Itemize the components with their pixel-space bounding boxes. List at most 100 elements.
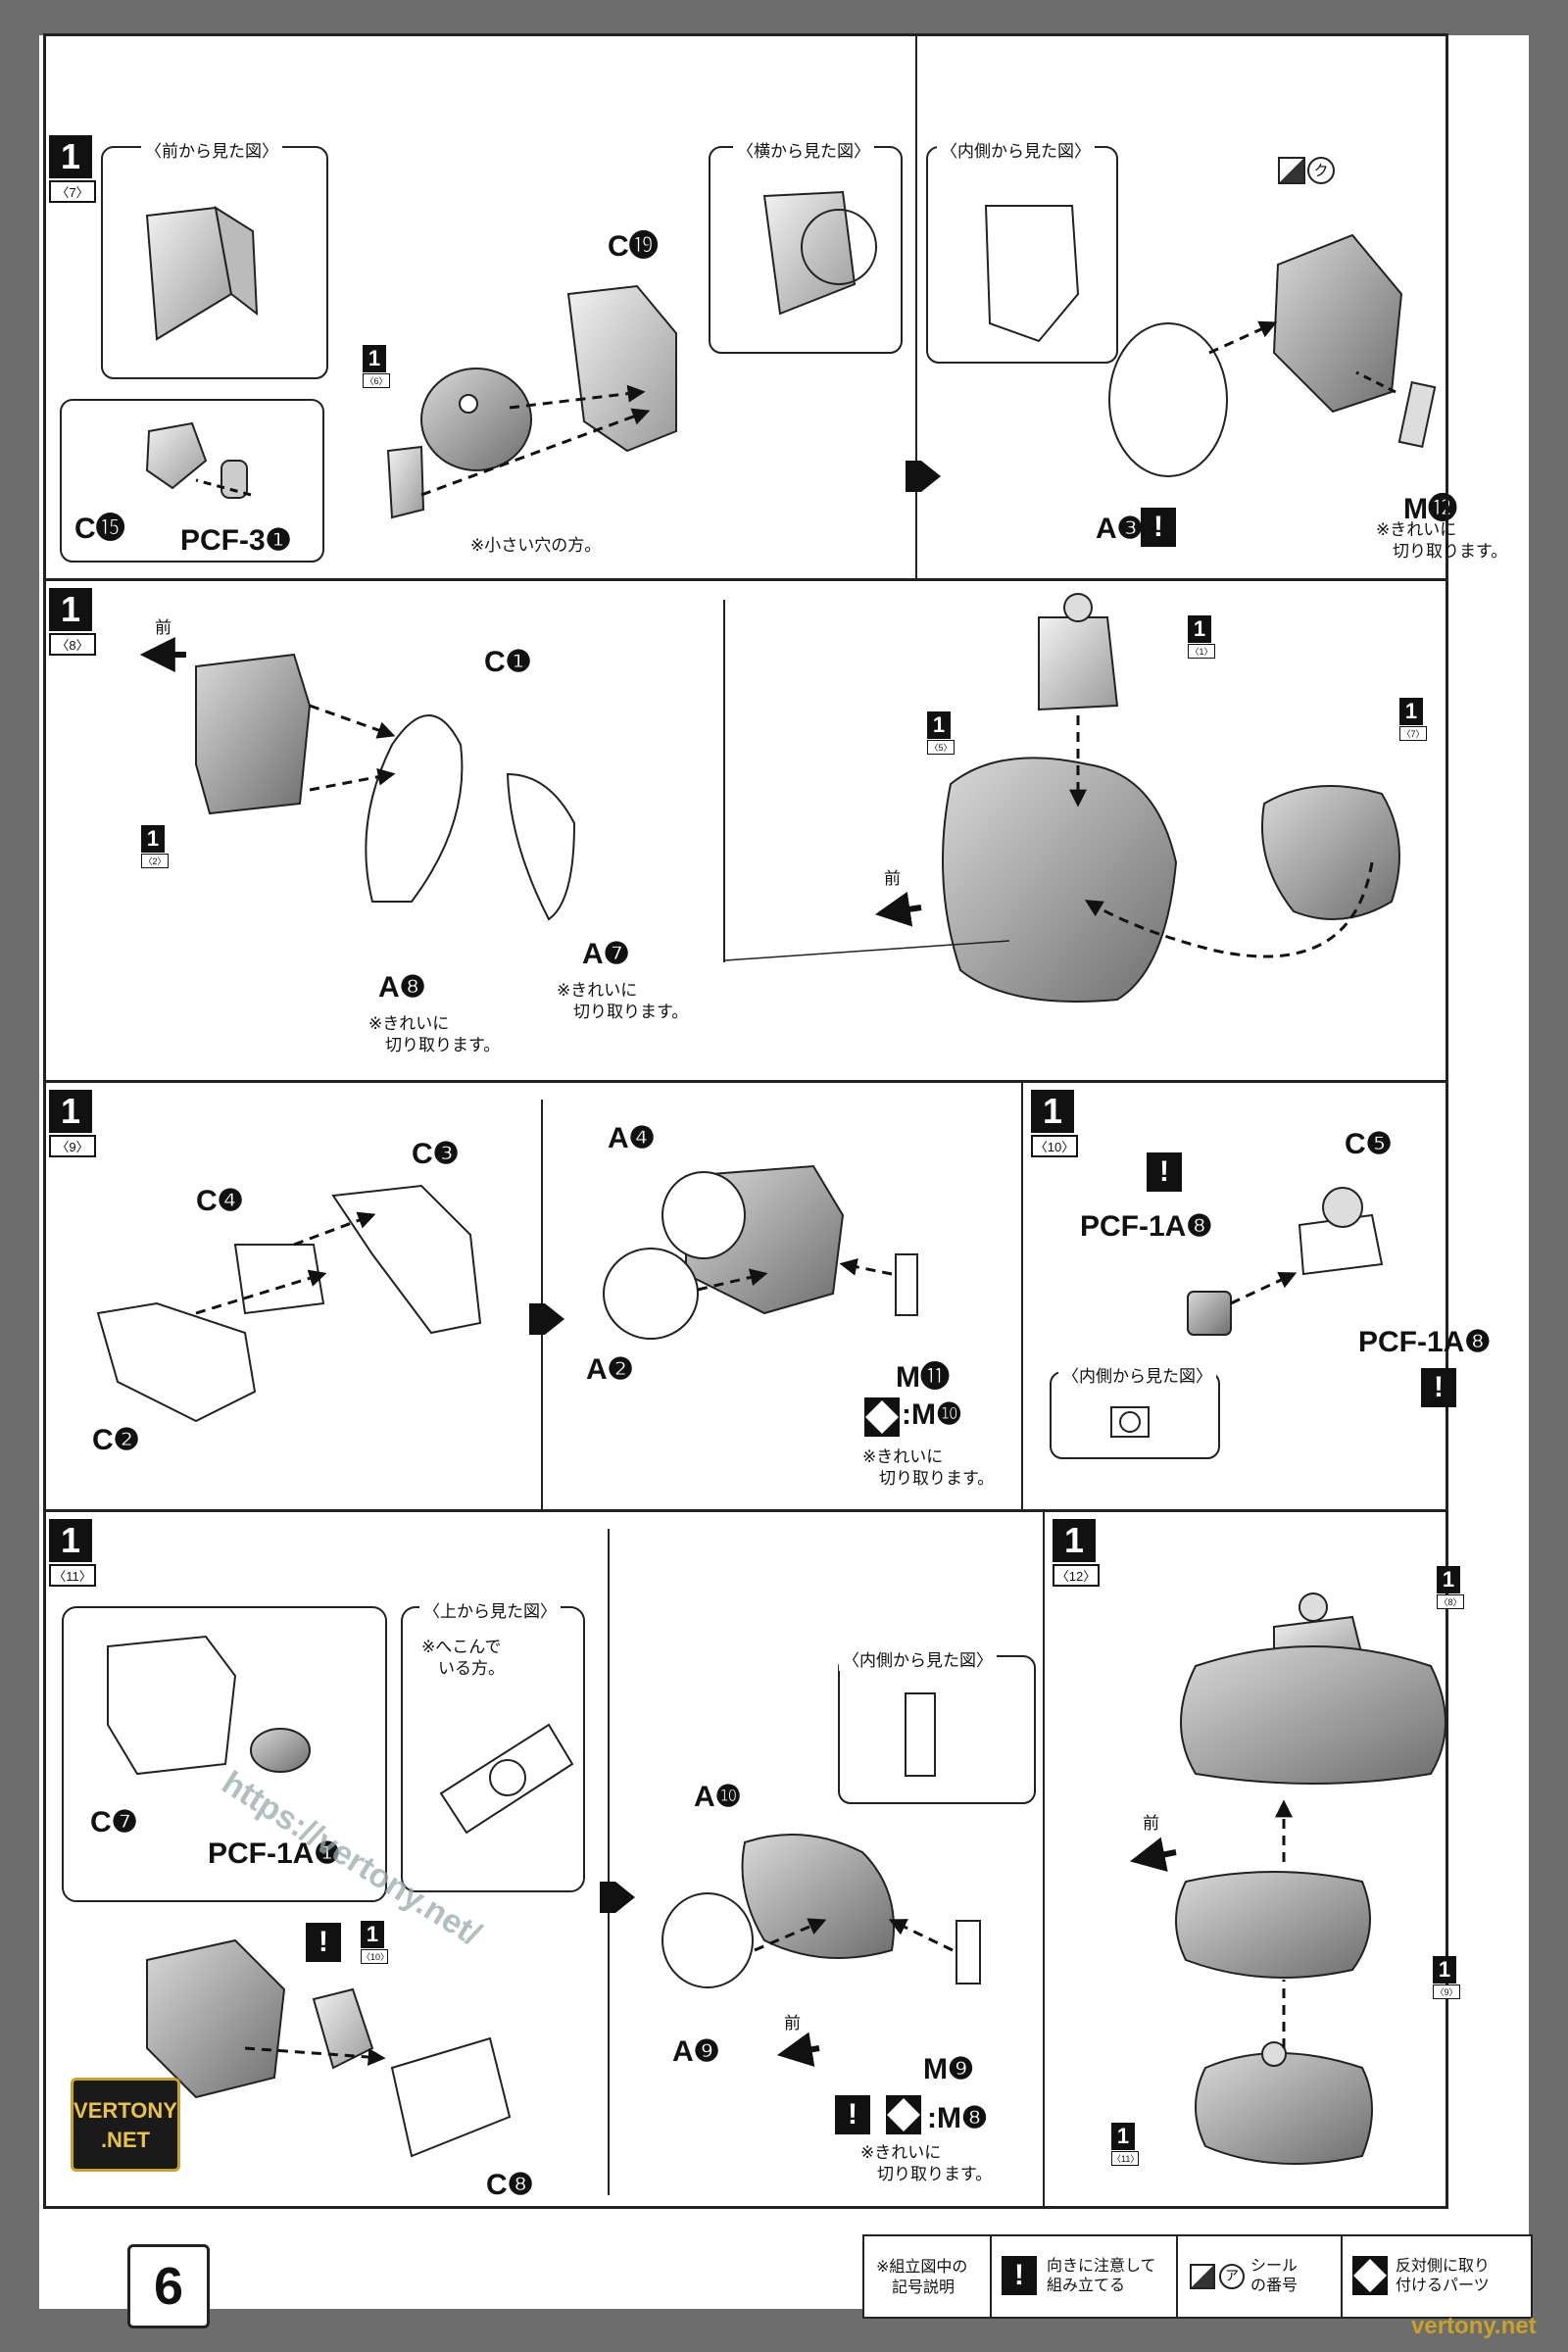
- mirror-icon-M8: [886, 2095, 921, 2134]
- warn-icon-A3: !: [1141, 508, 1176, 547]
- ref-number: 1: [1111, 2123, 1135, 2150]
- divider-9b: [1021, 1082, 1023, 1509]
- front-label-8: 前: [155, 618, 172, 638]
- label-C4: C❹: [196, 1185, 244, 1217]
- logo-line-1: VERTONY: [74, 2098, 177, 2123]
- sticker-icon: [1278, 157, 1305, 184]
- step9-art: [96, 1164, 918, 1423]
- ref-step-6: 1 〈6〉: [363, 345, 390, 388]
- step-sub: 〈8〉: [49, 633, 96, 656]
- ref-sub: 〈2〉: [141, 854, 169, 868]
- warn-icon-M8: !: [835, 2095, 870, 2134]
- ref-number: 1: [363, 345, 386, 372]
- step-8-badge: 1 〈8〉: [49, 588, 96, 656]
- divider-8: [723, 600, 725, 962]
- ref-number: 1: [361, 1921, 384, 1948]
- sticker-number: ク: [1307, 157, 1335, 184]
- warn-icon-PCF1A8-a: !: [1147, 1152, 1182, 1192]
- inner-view-title-10: 〈内側から見た図〉: [1058, 1362, 1216, 1387]
- label-A3: A❸: [1096, 513, 1144, 545]
- step-sub: 〈9〉: [49, 1135, 96, 1157]
- label-A2: A❷: [586, 1353, 634, 1386]
- warn-icon-PCF1A8-b: !: [1421, 1368, 1456, 1407]
- warn-icon-PCF1A1: !: [306, 1923, 341, 1962]
- front-label-8b: 前: [884, 869, 901, 889]
- note-small-hole: ※小さい穴の方。: [470, 536, 602, 556]
- step-number: 1: [49, 1519, 92, 1562]
- legend-sticker-text: シール の番号: [1250, 2256, 1298, 2294]
- ref-sub: 〈10〉: [361, 1949, 389, 1964]
- symbol-legend: ※組立図中の 記号説明 ! 向きに注意して 組み立てる ア シール の番号 反対…: [862, 2234, 1533, 2319]
- ref-number: 1: [927, 711, 951, 739]
- note-clean-cut-M11: ※きれいに 切り取ります。: [862, 1447, 995, 1489]
- step-7-badge: 1 〈7〉: [49, 135, 96, 203]
- ref-step-8: 1 〈8〉: [1437, 1566, 1464, 1609]
- note-clean-cut-A7: ※きれいに 切り取ります。: [557, 981, 689, 1022]
- divider-row-2: [43, 1080, 1448, 1083]
- page-number: 6: [127, 2244, 210, 2328]
- step8-art: [195, 593, 1400, 1003]
- legend-sticker-cell: ア シール の番号: [1176, 2236, 1343, 2317]
- label-M11: M⓫: [896, 1361, 950, 1394]
- legend-warn-icon: !: [1002, 2256, 1037, 2295]
- label-C1: C❶: [484, 646, 532, 678]
- label-M8: :M❽: [927, 2102, 988, 2134]
- divider-row-1: [43, 578, 1448, 581]
- label-A4: A❹: [608, 1122, 656, 1154]
- label-C15: C⓯: [74, 513, 125, 545]
- label-A9: A❾: [672, 2035, 720, 2068]
- step-12-badge: 1 〈12〉: [1053, 1519, 1100, 1587]
- footer-watermark: vertony.net: [1411, 2313, 1537, 2339]
- page-frame: [43, 33, 1448, 2209]
- label-M9: M❾: [923, 2053, 974, 2085]
- step10-art: [1050, 1187, 1384, 1459]
- step11-art: [62, 1606, 1036, 2158]
- label-C7: C❼: [90, 1806, 138, 1838]
- note-clean-cut-A8: ※きれいに 切り取ります。: [368, 1014, 501, 1055]
- ref-number: 1: [1399, 698, 1423, 725]
- ref-sub: 〈7〉: [1399, 726, 1427, 741]
- legend-warn-text: 向きに注意して 組み立てる: [1047, 2256, 1156, 2294]
- inner-view-title-7: 〈内側から見た図〉: [937, 137, 1095, 162]
- ref-step-11: 1 〈11〉: [1111, 2123, 1139, 2166]
- label-PCF3-1: PCF-3❶: [180, 524, 292, 557]
- label-M12: M⓬: [1403, 493, 1457, 525]
- ref-step-10: 1 〈10〉: [361, 1921, 389, 1964]
- label-A8: A❽: [378, 971, 426, 1004]
- ref-step-1: 1 〈1〉: [1188, 615, 1215, 659]
- step-number: 1: [49, 135, 92, 178]
- label-C8: C❽: [486, 2169, 534, 2201]
- step-number: 1: [49, 1090, 92, 1133]
- ref-number: 1: [1188, 615, 1211, 643]
- step-number: 1: [49, 588, 92, 631]
- ref-sub: 〈9〉: [1433, 1984, 1460, 1999]
- step-9-badge: 1 〈9〉: [49, 1090, 96, 1157]
- divider-11b: [1043, 1511, 1045, 2209]
- ref-step-2: 1 〈2〉: [141, 825, 169, 868]
- step12-art: [1175, 1592, 1446, 2165]
- step-number: 1: [1031, 1090, 1074, 1133]
- ref-step-7: 1 〈7〉: [1399, 698, 1427, 741]
- front-label-12: 前: [1143, 1814, 1159, 1834]
- label-A7: A❼: [582, 938, 630, 970]
- legend-mirror-text: 反対側に取り 付けるパーツ: [1396, 2256, 1491, 2294]
- label-PCF1A1: PCF-1A❶: [208, 1838, 341, 1870]
- mirror-icon-M10: [864, 1397, 900, 1437]
- ref-sub: 〈8〉: [1437, 1594, 1464, 1609]
- label-C3: C❸: [412, 1138, 460, 1170]
- front-label-11: 前: [784, 2014, 801, 2034]
- note-dented-side: ※へこんで いる方。: [421, 1638, 505, 1679]
- vertony-logo: VERTONY .NET: [71, 2078, 180, 2172]
- legend-mirror-icon: [1352, 2256, 1388, 2295]
- side-view-title: 〈横から見た図〉: [733, 137, 874, 162]
- front-view-title: 〈前から見た図〉: [141, 137, 282, 162]
- label-C19: C⓳: [608, 230, 659, 263]
- legend-sticker-icon: [1190, 2264, 1215, 2289]
- note-clean-cut-M12: ※きれいに 切り取ります。: [1376, 520, 1508, 562]
- divider-7: [915, 35, 917, 578]
- front-arrows: [139, 637, 1177, 2068]
- step7-art: [60, 146, 1437, 563]
- step-11-badge: 1 〈11〉: [49, 1519, 96, 1587]
- ref-sub: 〈6〉: [363, 373, 390, 388]
